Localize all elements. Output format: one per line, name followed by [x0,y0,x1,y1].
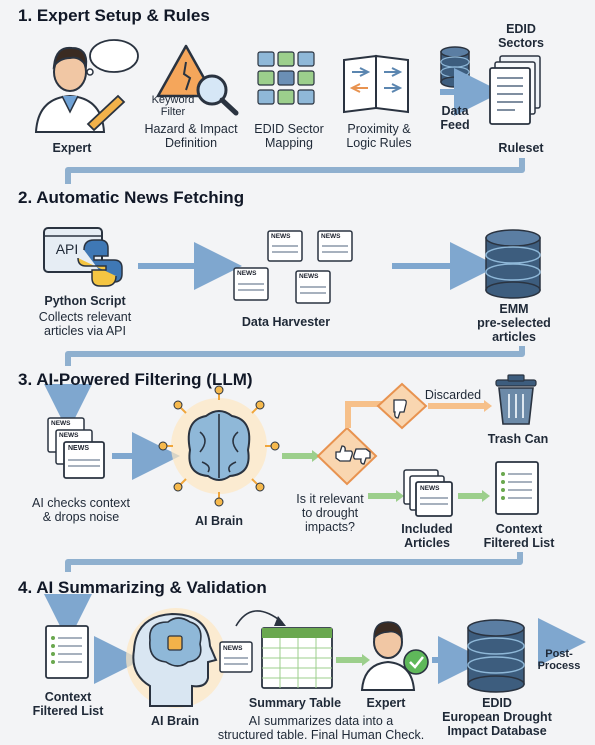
connector-1-2 [65,158,525,184]
sector-grid-icon [257,51,315,105]
ai-head-icon [126,608,226,708]
news-tag-8: NEWS [420,485,440,492]
news-tag-7: NEWS [68,445,89,452]
expert-label-s4: Expert [366,696,406,710]
included-articles-icon [403,469,453,517]
section-4-title: 4. AI Summarizing & Validation [18,578,267,597]
expert-label: Expert [52,141,92,155]
ruleset-document-icon [489,55,541,125]
news-stack-icon [47,417,105,479]
arrow-to-discard [345,401,382,428]
edid-sectors-label: EDID Sectors [498,22,544,50]
edid-database-label: EDID European Drought Impact Database [442,696,552,738]
data-harvester-label: Data Harvester [241,315,331,329]
post-process-label: Post- Process [537,648,581,672]
summary-table-icon [261,627,333,689]
section-3-title: 3. AI-Powered Filtering (LLM) [18,370,253,389]
ai-brain-label-s4: AI Brain [151,714,199,728]
context-filtered-list-label: Context Filtered List [483,522,555,550]
ai-brain-label: AI Brain [195,514,243,528]
decision-diamond-icon [316,426,378,486]
trash-can-icon [495,374,537,425]
summary-table-label: Summary Table [248,696,342,710]
rule-book-icon [343,54,409,114]
section-1-title: 1. Expert Setup & Rules [18,6,210,25]
proximity-logic-label: Proximity & Logic Rules [346,122,412,150]
python-script-label: Python Script [44,294,126,308]
edid-sector-mapping-label: EDID Sector Mapping [254,122,324,150]
emm-database-icon [485,229,541,299]
hazard-triangle-icon [156,44,239,116]
context-filtered-list-icon [495,461,539,515]
emm-label: EMM pre-selected articles [477,302,551,344]
discarded-label: Discarded [424,388,482,402]
thumbs-down-diamond-icon [376,382,428,430]
ai-checks-label: AI checks context & drops noise [32,496,130,524]
api-window-icon [43,227,123,287]
edid-database-icon [467,619,525,693]
keyword-filter-label: Keyword Filter [151,94,195,118]
news-tag-9: NEWS [223,645,243,652]
news-tag-3: NEWS [237,270,257,277]
context-list-icon [45,625,89,679]
section-2-title: 2. Automatic News Fetching [18,188,245,207]
connector-3-4 [65,552,523,572]
news-papers-cluster [233,230,353,304]
api-label: API [55,241,79,257]
included-articles-label: Included Articles [401,522,453,550]
news-tag-4: NEWS [299,273,319,280]
data-feed-database-icon [440,46,470,88]
news-tag-2: NEWS [321,233,341,240]
trash-can-label: Trash Can [487,432,549,446]
ai-brain-icon [158,385,280,507]
news-tag-5: NEWS [51,420,71,427]
news-sheet-icon [219,641,253,673]
context-filtered-list-label-s4: Context Filtered List [32,690,104,718]
validating-expert-icon [360,621,429,691]
python-script-desc: Collects relevant articles via API [38,310,132,338]
connector-2-3 [65,346,525,366]
ruleset-label: Ruleset [498,141,544,155]
expert-icon [34,39,139,133]
summary-description: AI summarizes data into a structured tab… [217,714,425,742]
news-tag-1: NEWS [271,233,291,240]
data-feed-label: Data Feed [440,104,470,132]
relevance-question: Is it relevant to drought impacts? [296,492,364,534]
hazard-impact-label: Hazard & Impact Definition [144,122,238,150]
news-tag-6: NEWS [59,432,79,439]
